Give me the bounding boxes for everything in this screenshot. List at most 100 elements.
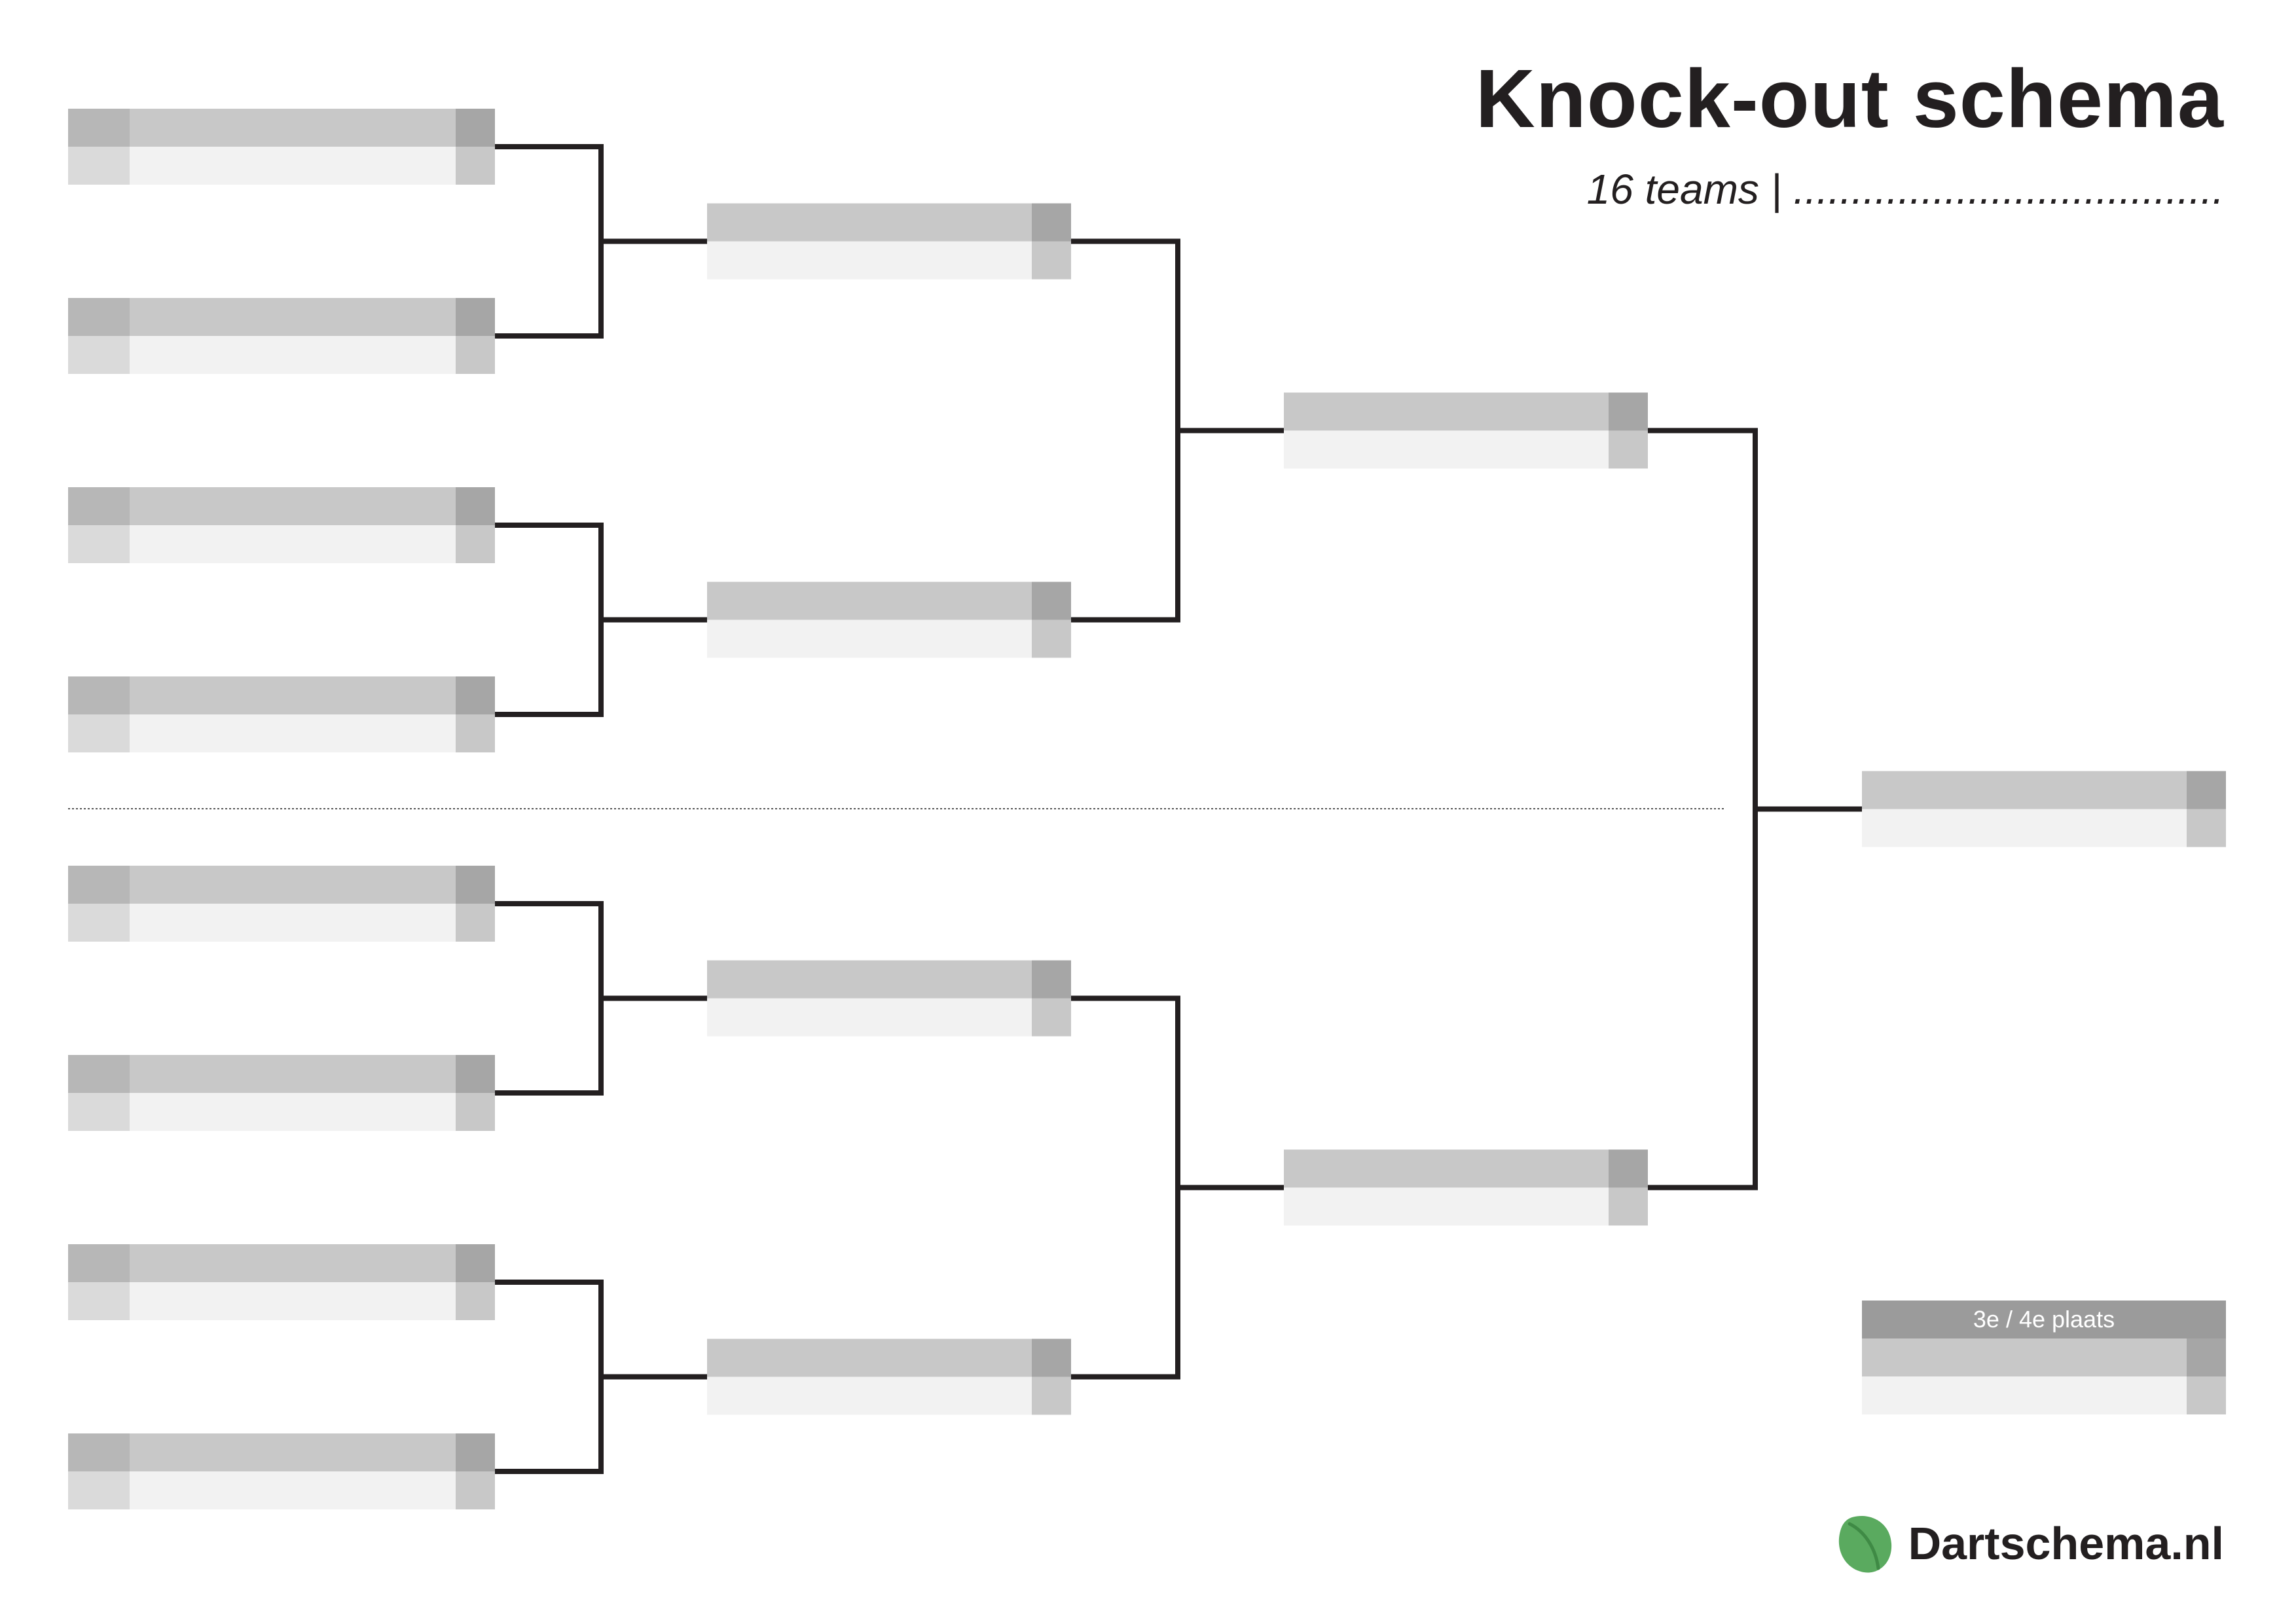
slot-name-bottom — [707, 1376, 1071, 1415]
slot-name-bottom — [68, 1093, 495, 1131]
bracket-connector — [495, 523, 707, 717]
bracket-connector — [495, 1280, 707, 1474]
slot-name-top — [1284, 392, 1648, 431]
bracket-connector — [1648, 428, 1862, 1190]
score-cell-top — [456, 866, 495, 904]
score-cell-top — [1032, 203, 1071, 242]
slot-name-top — [68, 676, 495, 714]
score-cell-bottom — [456, 1282, 495, 1320]
score-cell-top — [2187, 771, 2226, 809]
slot-name-bottom — [1284, 430, 1648, 469]
slot-name-top — [68, 1055, 495, 1093]
slot-name-top — [68, 1433, 495, 1471]
score-cell-bottom — [456, 525, 495, 563]
score-cell-top — [1032, 960, 1071, 999]
bracket-connector — [495, 144, 707, 339]
seed-cell-top — [68, 298, 130, 336]
slot-name-bottom — [68, 714, 495, 752]
score-cell-bottom — [1032, 241, 1071, 280]
score-cell-bottom — [1609, 1187, 1648, 1226]
score-cell-bottom — [2187, 1376, 2226, 1414]
third-place-label-bar — [1862, 1301, 2226, 1338]
seed-cell-bottom — [68, 525, 130, 563]
seed-cell-top — [68, 1244, 130, 1282]
bracket-connector — [1071, 995, 1284, 1380]
seed-cell-bottom — [68, 147, 130, 185]
match-slot-r1-2 — [68, 298, 495, 374]
match-slot-r3-2 — [1284, 1149, 1648, 1226]
slot-name-bottom — [68, 1471, 495, 1509]
score-cell-top — [456, 109, 495, 147]
match-slot-r3-1 — [1284, 392, 1648, 469]
match-slot-r1-6 — [68, 1055, 495, 1131]
slot-name-top — [707, 1338, 1071, 1377]
slot-name-bottom — [68, 525, 495, 563]
match-slot-r2-4 — [707, 1338, 1071, 1415]
slot-name-bottom — [707, 241, 1071, 280]
slot-name-top — [1862, 771, 2226, 809]
slot-name-top — [1284, 1149, 1648, 1188]
slot-name-bottom — [707, 619, 1071, 658]
score-cell-top — [456, 676, 495, 714]
match-slot-r1-3 — [68, 487, 495, 563]
slot-name-top — [68, 866, 495, 904]
seed-cell-top — [68, 109, 130, 147]
match-slot-r4-1 — [1862, 771, 2226, 847]
slot-name-bottom — [68, 1282, 495, 1320]
slot-name-bottom — [1862, 1376, 2226, 1414]
slot-name-top — [68, 298, 495, 336]
slot-name-top — [1862, 1338, 2226, 1376]
score-cell-bottom — [456, 1093, 495, 1131]
seed-cell-top — [68, 1055, 130, 1093]
slot-name-bottom — [707, 998, 1071, 1037]
seed-cell-bottom — [68, 1471, 130, 1509]
score-cell-top — [1609, 392, 1648, 431]
slot-name-bottom — [1862, 809, 2226, 847]
score-cell-bottom — [456, 904, 495, 942]
third-place-slot — [1862, 1338, 2226, 1414]
score-cell-top — [1032, 581, 1071, 620]
match-slot-r2-1 — [707, 203, 1071, 280]
seed-cell-top — [68, 1433, 130, 1471]
match-slot-r1-1 — [68, 109, 495, 185]
slot-name-top — [707, 960, 1071, 999]
score-cell-top — [456, 1244, 495, 1282]
score-cell-bottom — [1032, 998, 1071, 1037]
page-subtitle: 16 teams | .............................… — [1586, 166, 2224, 213]
seed-cell-bottom — [68, 714, 130, 752]
score-cell-top — [456, 1055, 495, 1093]
bracket-connector — [495, 901, 707, 1096]
match-slot-r1-8 — [68, 1433, 495, 1509]
green-leaf-icon — [1838, 1515, 1891, 1573]
seed-cell-top — [68, 676, 130, 714]
slot-name-bottom — [68, 336, 495, 374]
seed-cell-top — [68, 866, 130, 904]
score-cell-top — [456, 1433, 495, 1471]
seed-cell-bottom — [68, 336, 130, 374]
match-slot-r1-5 — [68, 866, 495, 942]
page-title: Knock-out schema — [1475, 52, 2224, 145]
score-cell-bottom — [456, 1471, 495, 1509]
third-place-label: 3e / 4e plaats — [1973, 1306, 2115, 1333]
match-slot-r1-4 — [68, 676, 495, 752]
score-cell-top — [456, 298, 495, 336]
score-cell-top — [456, 487, 495, 525]
score-cell-bottom — [1032, 1376, 1071, 1415]
slot-name-top — [68, 109, 495, 147]
seed-cell-bottom — [68, 1282, 130, 1320]
seed-cell-bottom — [68, 904, 130, 942]
slot-name-bottom — [68, 147, 495, 185]
bracket-connector — [1071, 238, 1284, 623]
score-cell-top — [1609, 1149, 1648, 1188]
match-slot-r2-3 — [707, 960, 1071, 1037]
slot-name-top — [707, 581, 1071, 620]
score-cell-top — [2187, 1338, 2226, 1376]
match-slot-r2-2 — [707, 581, 1071, 658]
slot-name-top — [68, 1244, 495, 1282]
score-cell-top — [1032, 1338, 1071, 1377]
slot-name-bottom — [68, 904, 495, 942]
slot-name-bottom — [1284, 1187, 1648, 1226]
slot-name-top — [68, 487, 495, 525]
score-cell-bottom — [456, 714, 495, 752]
